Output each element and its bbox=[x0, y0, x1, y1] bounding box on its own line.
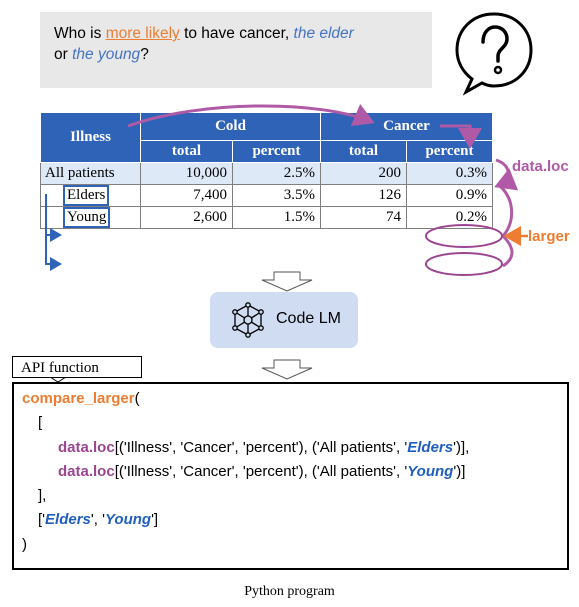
code-block: compare_larger( [ data.loc[('Illness', '… bbox=[12, 382, 569, 570]
code-line-4: data.loc[('Illness', 'Cancer', 'percent'… bbox=[58, 463, 465, 480]
arrow-percent-to-value bbox=[494, 158, 519, 191]
subheader-percent: percent bbox=[232, 140, 321, 163]
code-line-7: ) bbox=[22, 536, 27, 553]
code-token: data.loc bbox=[58, 463, 115, 480]
question-highlight: more likely bbox=[105, 25, 180, 42]
annotation-larger: larger bbox=[528, 228, 570, 245]
code-token: ( bbox=[134, 390, 140, 407]
code-token: [('Illness', 'Cancer', 'percent'), ('All… bbox=[114, 463, 408, 480]
table-row: Young 2,600 1.5% 74 0.2% bbox=[40, 206, 493, 229]
table-cell: 2.5% bbox=[232, 162, 321, 185]
code-token: ) bbox=[22, 536, 27, 553]
code-token: data.loc bbox=[58, 439, 115, 456]
function-name: compare_larger bbox=[22, 390, 135, 407]
code-token: Elders bbox=[45, 511, 91, 528]
table-cell: 10,000 bbox=[140, 162, 233, 185]
arrow-cancer-to-percent bbox=[440, 124, 482, 149]
code-token: Young bbox=[407, 463, 454, 480]
table-cell: 0.3% bbox=[406, 162, 493, 185]
ellipse-young-percent bbox=[425, 252, 503, 276]
tree-connector-young bbox=[45, 235, 62, 271]
code-token: [ bbox=[38, 414, 43, 431]
code-token: ')] bbox=[453, 463, 466, 480]
table-cell: 1.5% bbox=[232, 206, 321, 229]
api-function-tag: API function bbox=[12, 356, 142, 378]
row-label-elders: Elders bbox=[63, 185, 110, 206]
figure-caption: Python program bbox=[244, 584, 335, 599]
question-text-4: ? bbox=[140, 46, 149, 63]
code-line-6: ['Elders', 'Young'] bbox=[38, 511, 158, 528]
code-token: [('Illness', 'Cancer', 'percent'), ('All… bbox=[114, 439, 408, 456]
code-token: [' bbox=[38, 511, 46, 528]
down-arrow-icon bbox=[261, 271, 313, 292]
question-bubble-icon bbox=[455, 12, 533, 96]
question-box: Who is more likely to have cancer, the e… bbox=[40, 12, 432, 88]
table-cell: 74 bbox=[320, 206, 407, 229]
code-token: Young bbox=[104, 511, 152, 528]
code-line-1: compare_larger( bbox=[22, 390, 140, 407]
header-illness: Illness bbox=[40, 112, 141, 163]
table-cell: 0.2% bbox=[406, 206, 493, 229]
table-cell: 2,600 bbox=[140, 206, 233, 229]
tree-connector-elders bbox=[45, 194, 62, 242]
row-label: All patients bbox=[40, 162, 141, 185]
code-token: '] bbox=[151, 511, 159, 528]
code-token: ], bbox=[38, 487, 47, 504]
question-text-1: Who is bbox=[54, 25, 106, 42]
question-elder: the elder bbox=[293, 25, 354, 42]
ellipse-elders-percent bbox=[425, 224, 503, 248]
code-lm-box: Code LM bbox=[210, 292, 358, 348]
table-row: All patients 10,000 2.5% 200 0.3% bbox=[40, 162, 493, 185]
row-label-cell: Young bbox=[40, 206, 141, 229]
table-cell: 3.5% bbox=[232, 184, 321, 207]
code-lm-label: Code LM bbox=[276, 310, 341, 327]
bracket-to-ellipses bbox=[498, 184, 514, 268]
table-cell: 7,400 bbox=[140, 184, 233, 207]
code-line-2: [ bbox=[38, 414, 42, 431]
subheader-total: total bbox=[140, 140, 233, 163]
question-young: the young bbox=[72, 46, 141, 63]
question-text-3: or bbox=[54, 46, 73, 63]
row-label-young: Young bbox=[63, 207, 111, 228]
header-cold: Cold bbox=[140, 112, 321, 141]
arrow-illness-to-cancer bbox=[127, 103, 375, 128]
down-arrow-icon bbox=[261, 359, 313, 380]
neural-network-icon bbox=[232, 302, 264, 338]
annotation-data-loc: data.loc bbox=[512, 158, 569, 175]
code-token: ')], bbox=[453, 439, 470, 456]
code-line-3: data.loc[('Illness', 'Cancer', 'percent'… bbox=[58, 439, 469, 456]
code-token: ', ' bbox=[90, 511, 105, 528]
code-token: Elders bbox=[407, 439, 454, 456]
code-line-5: ], bbox=[38, 487, 46, 504]
question-text-2: to have cancer, bbox=[179, 25, 294, 42]
